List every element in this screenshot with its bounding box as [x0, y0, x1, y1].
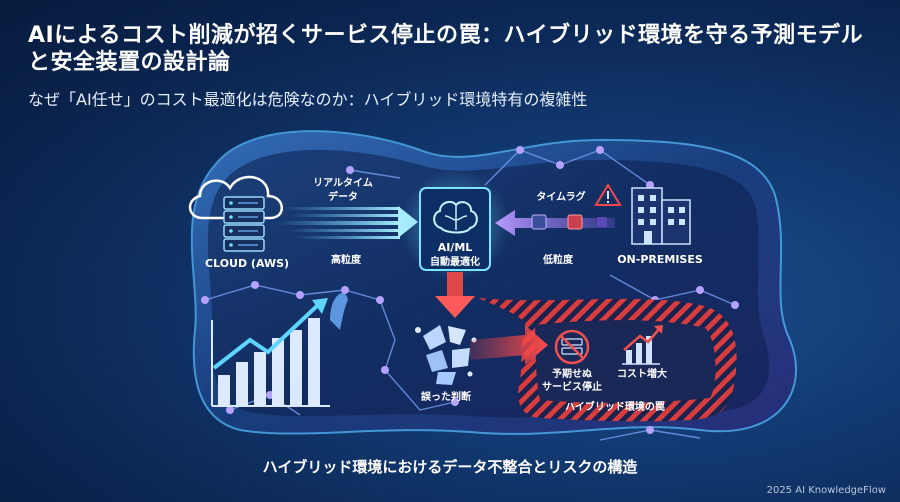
trap-region — [478, 298, 737, 422]
ai-ml-label-line1: AI/ML — [438, 241, 473, 254]
onprem-label: ON-PREMISES — [617, 253, 703, 266]
page-title: AIによるコスト削減が招くサービス停止の罠：ハイブリッド環境を守る予測モデルと安… — [28, 23, 864, 75]
cloud-label: CLOUD (AWS) — [205, 257, 289, 270]
server-rack-icon — [223, 196, 265, 252]
ai-ml-box — [419, 187, 491, 271]
page-subtitle: なぜ「AI任せ」のコスト最適化は危険なのか：ハイブリッド環境特有の複雑性 — [28, 90, 588, 109]
time-lag-stream — [495, 210, 615, 236]
down-arrow — [435, 272, 475, 318]
cost-increase-icon — [622, 325, 663, 365]
high-granularity-label: 高粒度 — [331, 253, 362, 266]
network-nodes — [201, 146, 739, 434]
low-granularity-label: 低粒度 — [542, 253, 574, 266]
outage-icon — [554, 329, 590, 365]
diagram-caption: ハイブリッド環境におけるデータ不整合とリスクの構造 — [262, 458, 638, 476]
realtime-data-label-line2: データ — [328, 190, 358, 203]
outage-label-line1: 予期せぬ — [552, 367, 592, 380]
brain-icon — [433, 200, 478, 234]
footer-credit: 2025 AI KnowledgeFlow — [766, 485, 886, 496]
time-lag-label: タイムラグ — [536, 190, 585, 203]
wrong-judgment-label: 誤った判断 — [421, 390, 471, 403]
warning-icon — [594, 183, 622, 206]
trap-label: ハイブリッド環境の罠 — [565, 400, 665, 413]
risk-arrow — [470, 325, 548, 365]
realtime-data-label-line1: リアルタイム — [313, 177, 373, 189]
broken-pieces-icon — [415, 325, 477, 385]
building-icon — [631, 187, 691, 245]
ai-ml-label-line2: 自動最適化 — [430, 255, 480, 268]
cost-increase-label: コスト増大 — [617, 367, 667, 380]
outage-label-line2: サービス停止 — [542, 380, 602, 393]
cloud-icon — [188, 175, 283, 220]
growth-chart-icon — [211, 292, 348, 407]
